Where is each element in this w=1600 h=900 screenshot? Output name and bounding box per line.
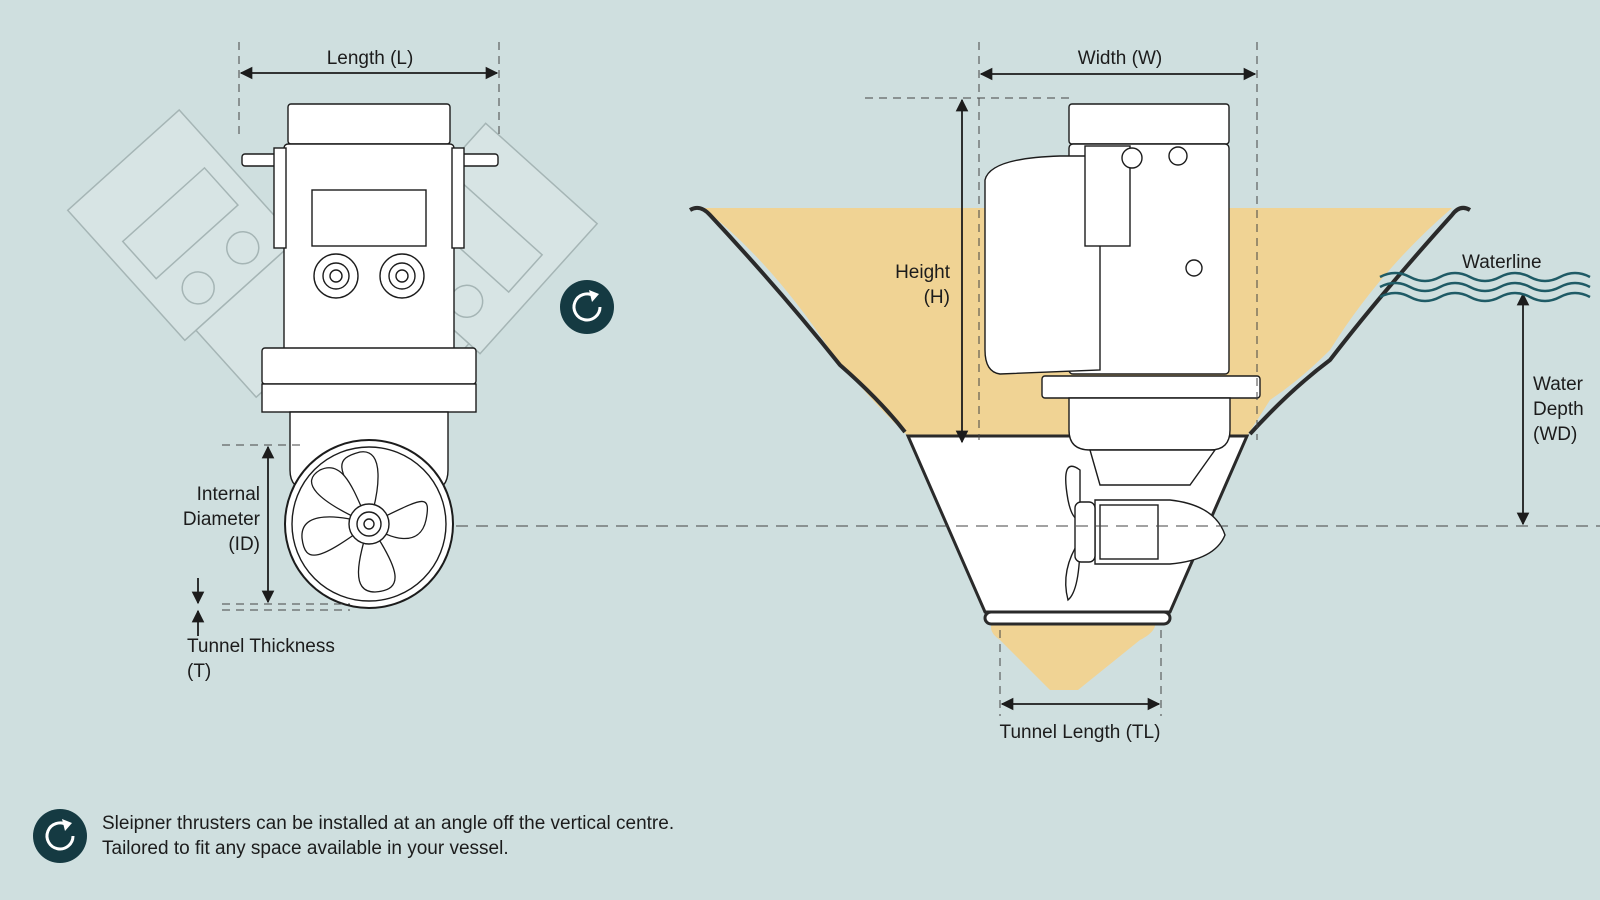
water-depth-line3: (WD) bbox=[1533, 424, 1578, 445]
hull-side-view bbox=[688, 103, 1472, 690]
height-label-line2: (H) bbox=[923, 287, 950, 308]
thruster-front-view bbox=[241, 103, 499, 609]
length-label: Length (L) bbox=[326, 48, 414, 69]
left-dimensions bbox=[191, 42, 500, 636]
waterline-label: Waterline bbox=[1462, 252, 1542, 273]
internal-diameter-line2: Diameter bbox=[182, 509, 260, 530]
internal-diameter-label: Internal Diameter (ID) bbox=[150, 482, 260, 557]
water-depth-line2: Depth bbox=[1533, 399, 1584, 420]
tunnel-thickness-line1: Tunnel Thickness bbox=[187, 636, 335, 657]
water-depth-line1: Water bbox=[1533, 374, 1583, 395]
water-depth-label: Water Depth (WD) bbox=[1533, 372, 1584, 447]
height-label: Height (H) bbox=[850, 260, 950, 310]
tunnel-length-label: Tunnel Length (TL) bbox=[999, 722, 1161, 743]
rotate-icon-diagram bbox=[560, 280, 614, 334]
note-line2: Tailored to fit any space available in y… bbox=[102, 838, 509, 859]
internal-diameter-line3: (ID) bbox=[228, 534, 260, 555]
internal-diameter-line1: Internal bbox=[196, 484, 260, 505]
width-label: Width (W) bbox=[1077, 48, 1163, 69]
rotate-icon bbox=[33, 809, 87, 863]
height-label-line1: Height bbox=[895, 262, 950, 283]
note-line1: Sleipner thrusters can be installed at a… bbox=[102, 813, 675, 834]
waterline-waves bbox=[1379, 271, 1591, 303]
right-dimensions bbox=[456, 42, 1600, 716]
installation-note-text: Sleipner thrusters can be installed at a… bbox=[102, 811, 674, 861]
tunnel-thickness-label: Tunnel Thickness (T) bbox=[187, 634, 335, 684]
tunnel-thickness-line2: (T) bbox=[187, 661, 212, 682]
installation-note: Sleipner thrusters can be installed at a… bbox=[34, 808, 674, 864]
